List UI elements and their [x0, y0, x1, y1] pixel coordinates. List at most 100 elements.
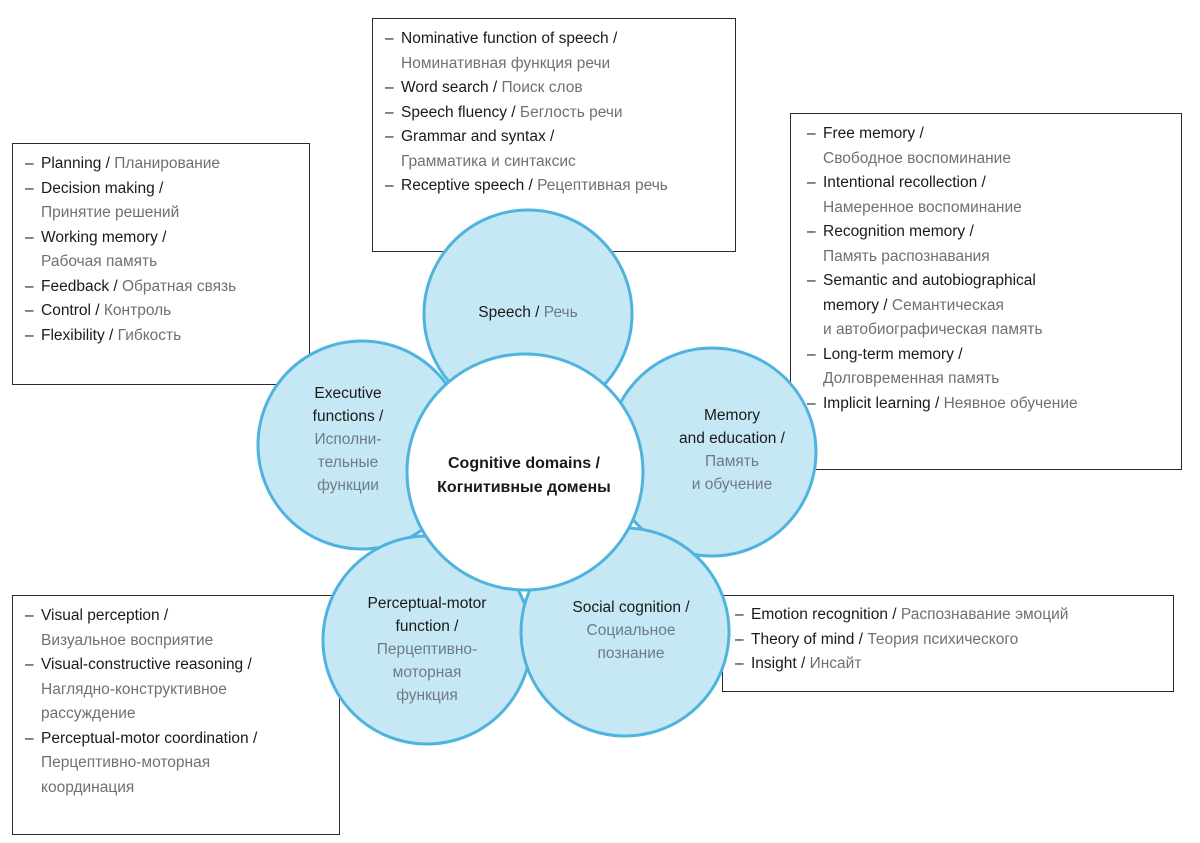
item-ru: Планирование	[114, 155, 221, 172]
dash-marker: –	[25, 607, 34, 624]
dash-marker: –	[385, 177, 394, 194]
item-ru: Теория психического	[867, 630, 1019, 648]
list-item: –Perceptual-motor coordination /Перцепти…	[25, 727, 327, 801]
item-ru: Беглость речи	[519, 103, 623, 121]
list-item: –Theory of mind / Теория психического	[735, 628, 1161, 653]
item-ru: Номинативная функция речи	[401, 54, 611, 72]
dash-marker: –	[385, 30, 394, 47]
dash-marker: –	[25, 179, 34, 197]
memory-box: –Free memory /Свободное воспоминание–Int…	[790, 113, 1182, 470]
perceptual-label-ru-1: Перцептивно-	[376, 641, 478, 658]
item-en: Word search /	[401, 79, 498, 96]
dash-marker: –	[807, 223, 816, 240]
social-label-ru-1: Социальное	[586, 622, 676, 639]
list-item: –Planning / Планирование	[25, 152, 297, 177]
memory-label-ru-2: и обучение	[691, 476, 773, 493]
dash-marker: –	[735, 630, 744, 648]
item-ru: Долговременная память	[823, 370, 1000, 387]
speech-label-en: Speech /	[478, 304, 540, 321]
item-en: Theory of mind /	[751, 630, 863, 648]
item-en: Long-term memory /	[823, 345, 963, 363]
list-item: –Working memory /Рабочая память	[25, 226, 297, 275]
item-en: Feedback /	[41, 277, 118, 295]
list-item: –Recognition memory / Память распознавани…	[807, 220, 1169, 269]
item-en: Decision making /	[41, 179, 164, 197]
list-item: –Control / Контроль	[25, 299, 297, 324]
item-en: Visual-constructive reasoning /	[41, 656, 252, 673]
list-item: –Free memory /Свободное воспоминание	[807, 122, 1169, 171]
executive-label-ru-3: функции	[317, 477, 379, 494]
center-label: Cognitive domains / Когнитивные домены	[434, 452, 614, 500]
item-ru: Память распознавания	[823, 247, 990, 265]
executive-label-ru-1: Исполни-	[314, 431, 382, 448]
dash-marker: –	[25, 302, 34, 319]
item-en: Grammar and syntax /	[401, 128, 555, 145]
center-label-en: Cognitive domains /	[447, 455, 600, 472]
social-label: Social cognition / Социальное познание	[548, 596, 714, 665]
dash-marker: –	[807, 345, 816, 363]
perceptual-label: Perceptual-motor function / Перцептивно-…	[349, 592, 505, 707]
item-ru: Принятие решений	[41, 204, 180, 221]
perceptual-box: –Visual perception /Визуальное восприяти…	[12, 595, 340, 835]
item-en: Control /	[41, 302, 100, 319]
item-ru: Неявное обучение	[943, 394, 1078, 412]
perceptual-label-ru-3: функция	[396, 687, 458, 704]
dash-marker: –	[25, 228, 34, 246]
item-en: Recognition memory /	[823, 223, 974, 240]
dash-marker: –	[807, 174, 816, 191]
item-ru: Инсайт	[809, 655, 862, 672]
list-item: –Intentional recollection / Намеренное во…	[807, 171, 1169, 220]
list-item: –Flexibility / Гибкость	[25, 324, 297, 349]
memory-label: Memory and education / Память и обучение	[664, 404, 800, 496]
item-ru: Свободное воспоминание	[823, 149, 1011, 167]
social-label-en-1: Social cognition /	[572, 599, 690, 616]
memory-label-ru-1: Память	[705, 453, 759, 470]
item-ru: Поиск слов	[501, 79, 583, 96]
item-en: Emotion recognition /	[751, 606, 897, 623]
list-item: –Grammar and syntax /Грамматика и синтак…	[385, 125, 723, 174]
item-ru: Гибкость	[117, 326, 182, 344]
memory-label-en-2: and education /	[678, 430, 785, 447]
list-item: –Feedback / Обратная связь	[25, 275, 297, 300]
dash-marker: –	[25, 277, 34, 295]
item-en: Free memory /	[823, 125, 924, 142]
item-en: Perceptual-motor coordination /	[41, 729, 258, 747]
list-item: –Visual perception / Визуальное восприяти…	[25, 604, 327, 653]
executive-label: Executive functions / Исполни- тельные ф…	[288, 382, 408, 497]
item-ru: Рецептивная речь	[537, 177, 668, 194]
item-en: Intentional recollection /	[823, 174, 986, 191]
item-en: Planning /	[41, 155, 110, 172]
item-en: Flexibility /	[41, 326, 114, 344]
dash-marker: –	[385, 103, 394, 121]
social-label-ru-2: познание	[597, 645, 665, 662]
center-label-ru: Когнитивные домены	[437, 479, 611, 496]
memory-label-en-1: Memory	[704, 407, 760, 424]
list-item: –Receptive speech / Рецептивная речь	[385, 174, 723, 199]
list-item: –Emotion recognition / Распознавание эмо…	[735, 603, 1161, 628]
item-en: Nominative function of speech /	[401, 30, 618, 47]
executive-label-en-1: Executive	[314, 385, 382, 402]
item-en: Working memory /	[41, 228, 167, 246]
list-item: –Decision making / Принятие решений	[25, 177, 297, 226]
item-ru: Намеренное воспоминание	[823, 198, 1022, 216]
dash-marker: –	[25, 326, 34, 344]
item-en: Visual perception /	[41, 607, 169, 624]
item-ru: Грамматика и синтаксис	[401, 152, 576, 170]
list-item: –Insight / Инсайт	[735, 652, 1161, 677]
item-en: Insight /	[751, 655, 806, 672]
center-circle	[405, 352, 645, 592]
executive-label-en-2: functions /	[312, 408, 384, 425]
dash-marker: –	[807, 272, 816, 289]
dash-marker: –	[735, 655, 744, 672]
dash-marker: –	[25, 656, 34, 673]
list-item: –Visual-constructive reasoning / Наглядно…	[25, 653, 327, 727]
list-item: –Speech fluency / Беглость речи	[385, 101, 723, 126]
item-ru: Визуальное восприятие	[41, 631, 214, 649]
list-item: –Word search / Поиск слов	[385, 76, 723, 101]
speech-box: –Nominative function of speech /Номинати…	[372, 18, 736, 252]
